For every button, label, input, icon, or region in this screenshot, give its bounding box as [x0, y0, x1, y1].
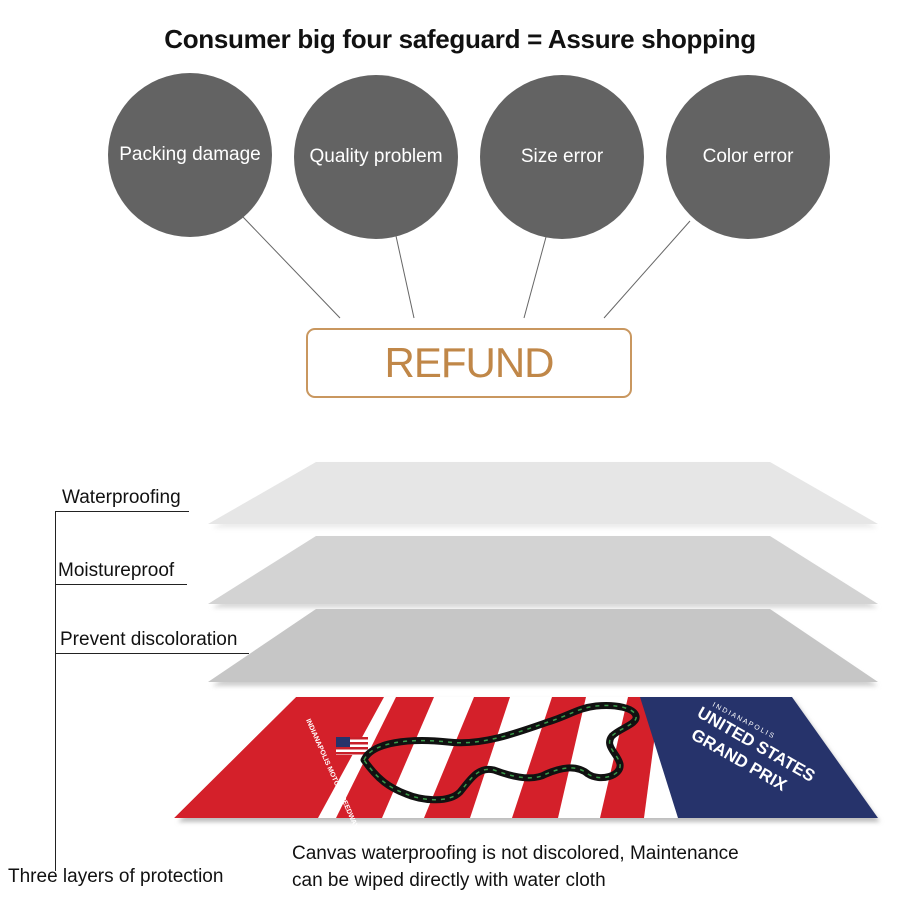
protection-summary: Three layers of protection [8, 866, 224, 887]
poster-red-panel [174, 697, 384, 818]
discoloration-layer [208, 609, 878, 682]
connector-line [603, 220, 691, 319]
guarantee-packing-damage: Packing damage [108, 73, 272, 237]
poster-navy-panel [640, 697, 878, 818]
poster-stripe [336, 697, 434, 818]
label-underline [55, 584, 187, 585]
guarantee-size-error: Size error [480, 75, 644, 239]
label-underline [55, 511, 189, 512]
guarantee-label: Color error [702, 146, 794, 167]
layer-label-prevent-discoloration: Prevent discoloration [60, 629, 238, 650]
page-title: Consumer big four safeguard = Assure sho… [164, 24, 756, 54]
caption-line: Canvas waterproofing is not discolored, … [292, 843, 739, 864]
refund-box: REFUND [306, 328, 632, 398]
waterproof-layer [208, 462, 878, 524]
connector-line [395, 235, 415, 319]
guarantee-color-error: Color error [666, 75, 830, 239]
refund-label: REFUND [384, 339, 555, 386]
label-underline [55, 653, 249, 654]
guarantee-label: Size error [520, 146, 604, 167]
caption-line: can be wiped directly with water cloth [292, 870, 606, 891]
connector-line [523, 236, 547, 319]
connector-line [242, 216, 341, 319]
label-bracket [55, 511, 56, 871]
guarantee-quality-problem: Quality problem [294, 75, 458, 239]
poster-canvas: INDIANAPOLIS MOTOR SPEEDWAY I N D I A N … [174, 697, 880, 830]
poster-stripe [512, 697, 586, 818]
guarantee-label: Quality problem [309, 146, 443, 167]
connector-lines [242, 216, 691, 319]
moistureproof-layer [208, 536, 878, 604]
layer-label-waterproofing: Waterproofing [62, 487, 181, 508]
poster-stripe [424, 697, 510, 818]
poster-stripe [600, 697, 660, 818]
guarantee-label: Packing damage [119, 144, 261, 165]
flag-icon [336, 737, 368, 755]
layer-label-moistureproof: Moistureproof [58, 560, 175, 581]
canvas-caption: Canvas waterproofing is not discolored, … [292, 840, 739, 894]
